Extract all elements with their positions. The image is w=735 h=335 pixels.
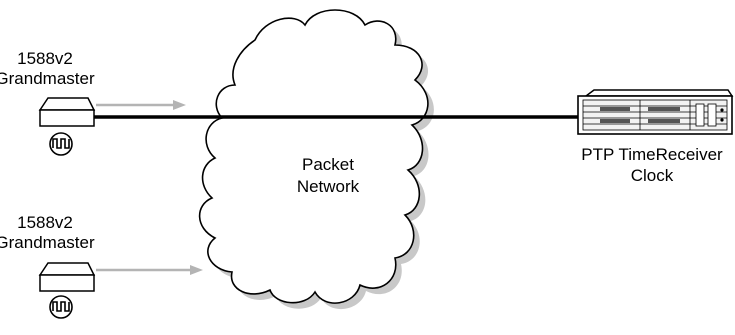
packet-network-cloud	[198, 9, 429, 304]
gm1-label-line1: 1588v2	[17, 49, 73, 68]
receiver-label-line1: PTP TimeReceiver	[581, 145, 723, 164]
gm2-label-line1: 1588v2	[17, 213, 73, 232]
receiver-label-line2: Clock	[631, 166, 674, 185]
gm1-label-line2: Grandmaster	[0, 69, 95, 88]
gm1-arrow	[96, 100, 186, 110]
grandmaster-device-icon	[38, 97, 96, 127]
network-label-line2: Network	[297, 177, 360, 196]
clock-signal-icon	[49, 295, 73, 319]
network-label-line1: Packet	[302, 155, 354, 174]
ptp-receiver-chassis-icon	[577, 89, 734, 135]
gm2-arrow	[96, 265, 203, 275]
gm2-label-line2: Grandmaster	[0, 233, 95, 252]
grandmaster-device-icon	[38, 262, 96, 292]
clock-signal-icon	[49, 132, 73, 156]
